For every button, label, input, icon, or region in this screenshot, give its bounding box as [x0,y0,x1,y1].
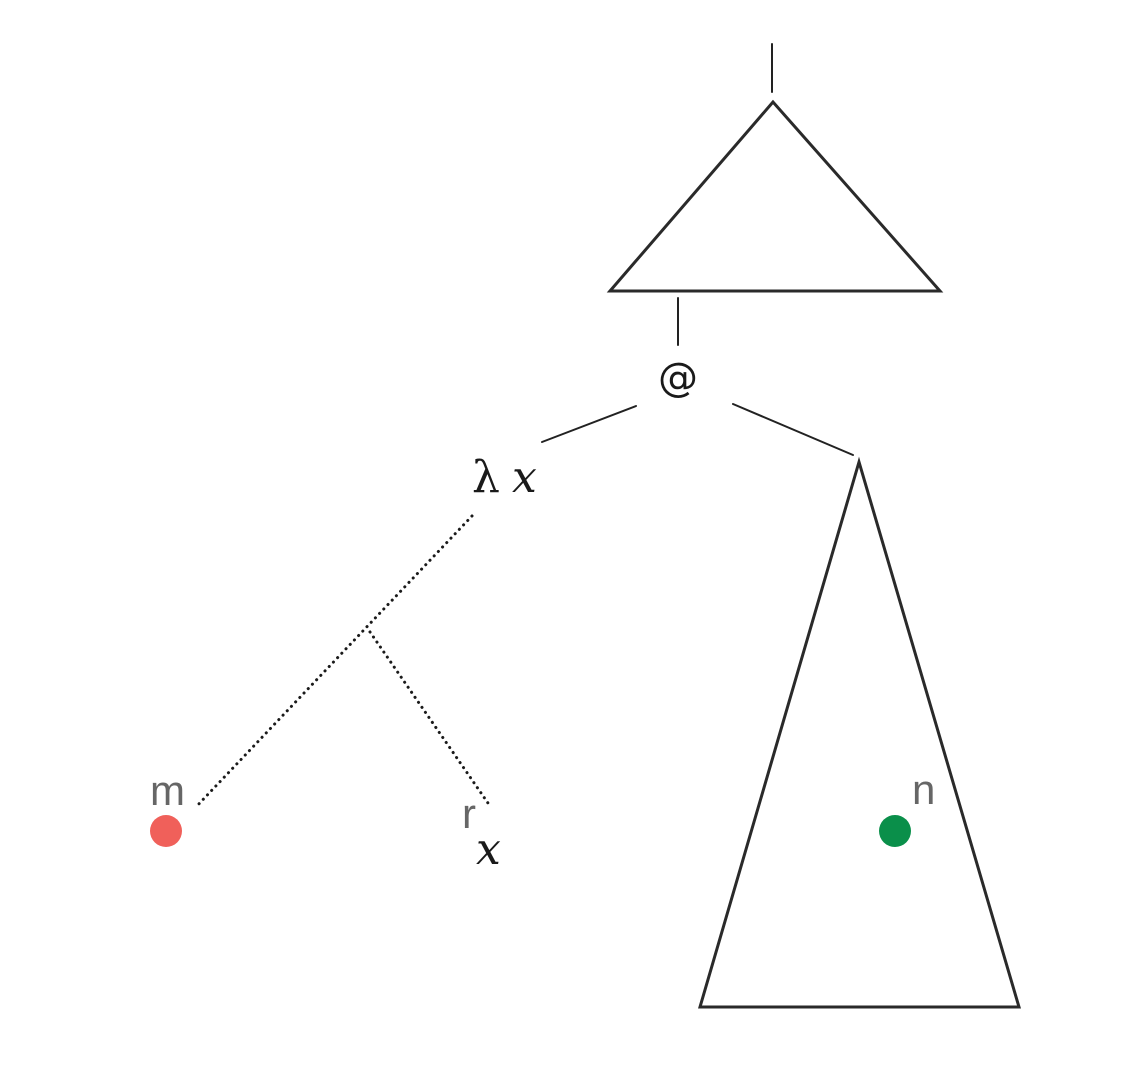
argument-triangle [697,456,1022,1009]
body-path-to-m [193,514,474,810]
variable-occurrence-node: x [476,824,501,875]
lambda-symbol: λ [472,452,500,503]
marker-m-label: m [150,767,185,814]
context-triangle [606,99,944,293]
application-to-argument-edge [732,403,854,456]
marker-r-label: r [462,790,476,837]
marker-m-dot [150,815,182,847]
abstraction-node: λ x [472,452,537,503]
marker-n-dot [879,815,911,847]
body-path-to-variable [368,630,492,808]
application-to-abstraction-edge [541,405,637,443]
abstraction-variable: x [512,452,537,503]
application-node: @ [658,355,698,401]
marker-n-label: n [912,766,935,813]
